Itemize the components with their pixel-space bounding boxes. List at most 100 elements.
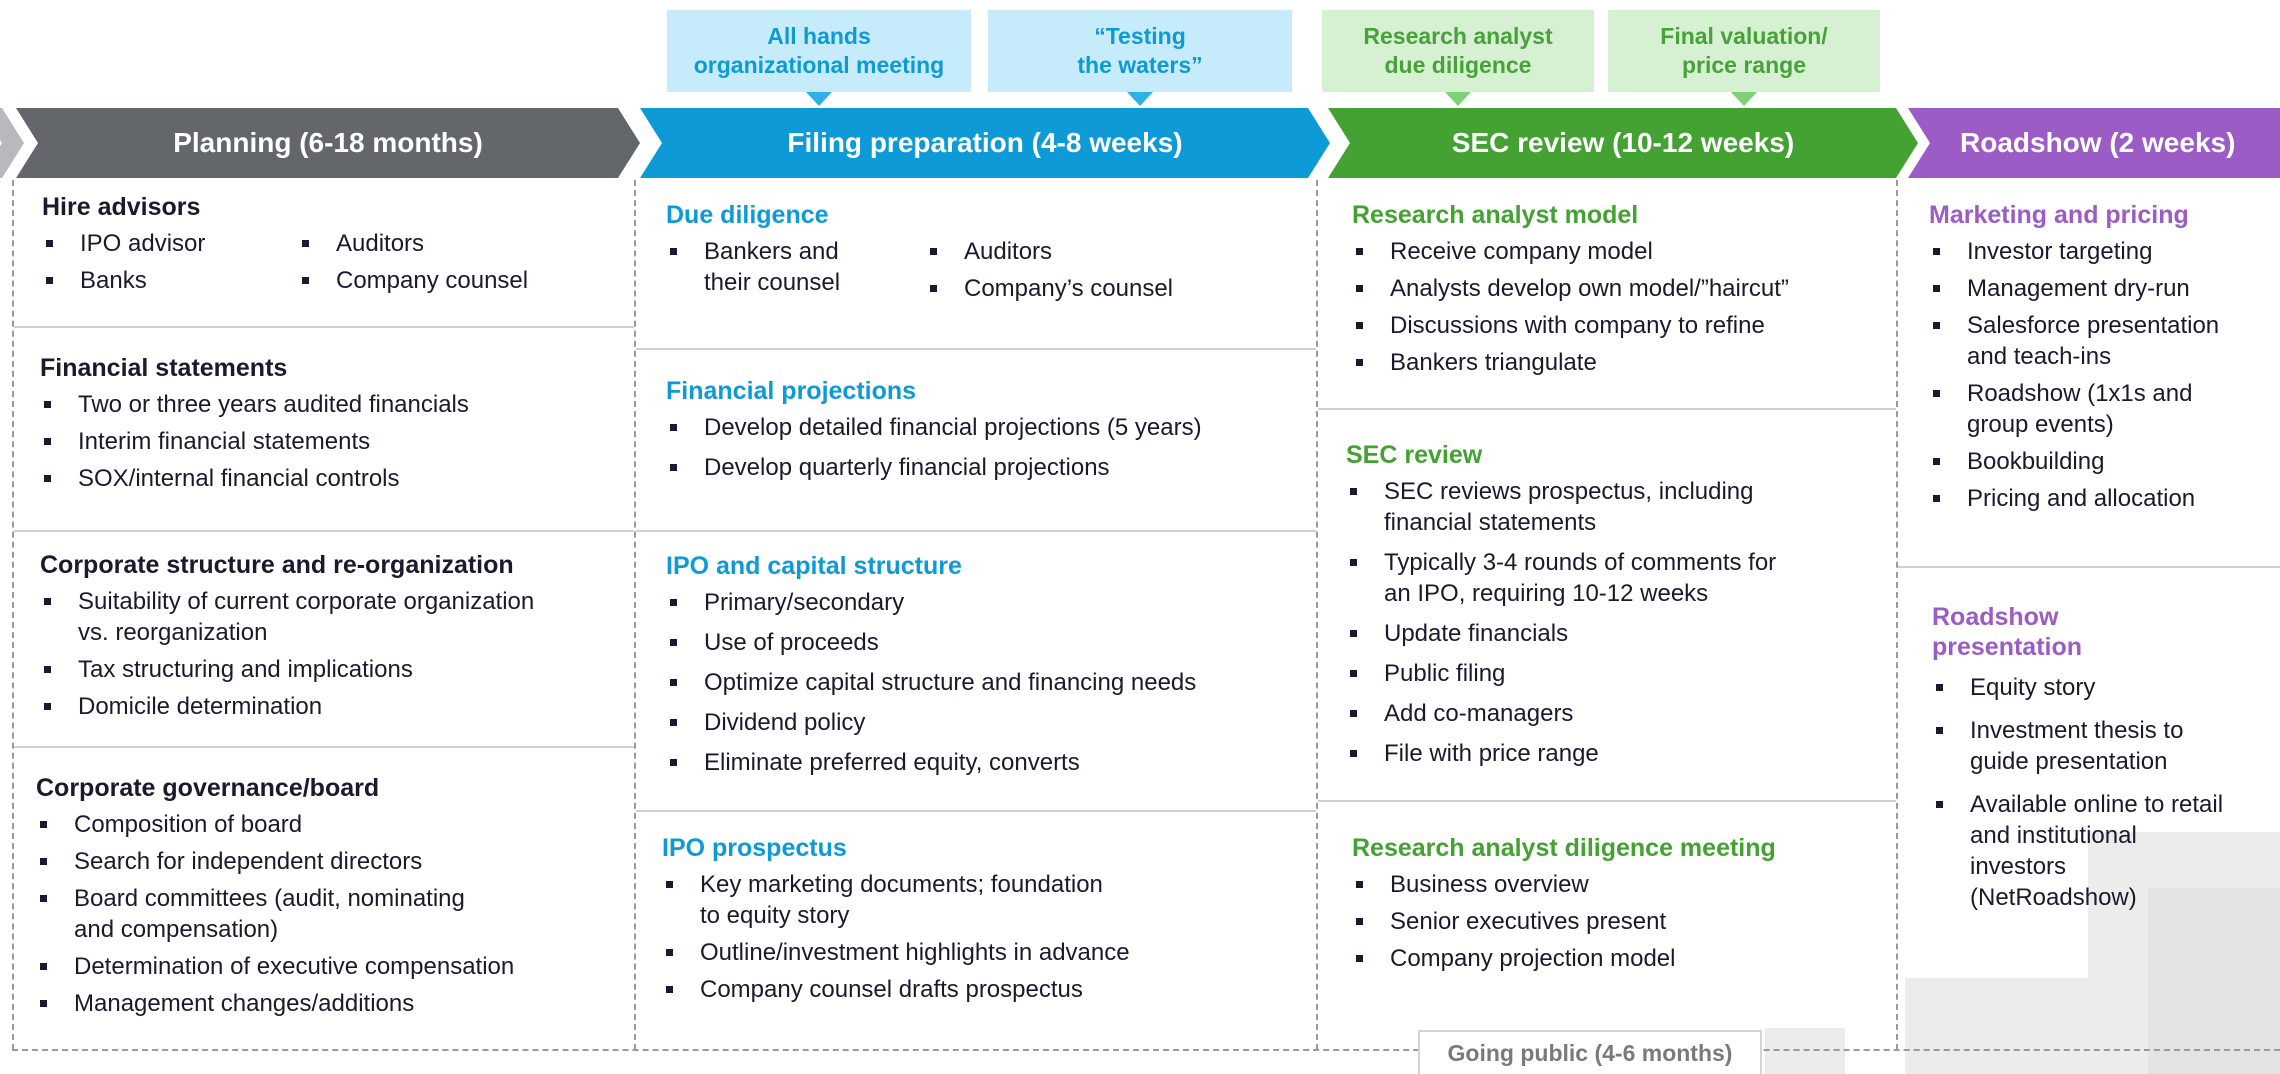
callout-text: All hands organizational meeting bbox=[693, 23, 945, 78]
list-item: Roadshow (1x1s and group events) bbox=[1929, 378, 2275, 440]
list-item: Public filing bbox=[1346, 658, 1891, 689]
section-title: IPO and capital structure bbox=[666, 552, 962, 580]
phase-label: Planning (6-18 months) bbox=[173, 127, 483, 158]
list-item: Banks bbox=[42, 265, 298, 296]
list-item: Investment thesis to guide presentation bbox=[1932, 715, 2278, 777]
section-separator bbox=[14, 326, 634, 328]
section-separator bbox=[636, 810, 1316, 812]
list-item: Suitability of current corporate organiz… bbox=[40, 586, 630, 648]
list-item: Bankers and their counsel bbox=[666, 236, 926, 298]
list-item: Equity story bbox=[1932, 672, 2278, 703]
section-ipo-prospectus: IPO prospectus Key marketing documents; … bbox=[662, 833, 1302, 1011]
callout-text: “Testing the waters” bbox=[1077, 23, 1203, 78]
phase-label: SEC review (10-12 weeks) bbox=[1451, 127, 1795, 158]
section-title: SEC review bbox=[1346, 441, 1483, 469]
list-item: Composition of board bbox=[36, 809, 626, 840]
list-item: Auditors bbox=[298, 228, 528, 259]
list-item: Pricing and allocation bbox=[1929, 483, 2275, 514]
section-marketing-pricing: Marketing and pricing Investor targeting… bbox=[1929, 200, 2275, 520]
list-item: Develop detailed financial projections (… bbox=[666, 412, 1306, 443]
list-item: Management dry-run bbox=[1929, 273, 2275, 304]
section-title: Corporate structure and re-organization bbox=[40, 551, 514, 579]
section-title: Marketing and pricing bbox=[1929, 201, 2189, 229]
callout-pointer bbox=[1445, 92, 1471, 106]
callout-org-meeting: All hands organizational meeting bbox=[667, 10, 971, 106]
section-research-analyst-meeting: Research analyst diligence meeting Busin… bbox=[1352, 833, 1892, 980]
phase-sec-chevron: SEC review (10-12 weeks) bbox=[1328, 108, 1918, 178]
list-item: Update financials bbox=[1346, 618, 1891, 649]
frame-line-left bbox=[12, 180, 14, 1050]
list-item: Board committees (audit, nominating and … bbox=[36, 883, 626, 945]
section-hire-advisors: Hire advisors IPO advisor Banks Auditors… bbox=[42, 192, 622, 302]
phase-label: Filing preparation (4-8 weeks) bbox=[787, 127, 1183, 158]
phase-planning-chevron: Planning (6-18 months) bbox=[16, 108, 640, 178]
callout-text: Final valuation/ price range bbox=[1660, 23, 1828, 78]
list-item: Tax structuring and implications bbox=[40, 654, 630, 685]
section-separator bbox=[636, 530, 1316, 532]
section-ipo-capital-structure: IPO and capital structure Primary/second… bbox=[666, 551, 1306, 784]
phase-roadshow-chevron: Roadshow (2 weeks) bbox=[1908, 108, 2280, 178]
list-item: Bookbuilding bbox=[1929, 446, 2275, 477]
phase-filing-chevron: Filing preparation (4-8 weeks) bbox=[640, 108, 1330, 178]
list-item: Dividend policy bbox=[666, 707, 1306, 738]
column-divider bbox=[1316, 180, 1318, 1050]
section-financial-projections: Financial projections Develop detailed f… bbox=[666, 376, 1306, 489]
list-item: Key marketing documents; foundation to e… bbox=[662, 869, 1302, 931]
decorative-block bbox=[2148, 888, 2280, 1074]
list-item: Optimize capital structure and financing… bbox=[666, 667, 1306, 698]
list-item: IPO advisor bbox=[42, 228, 298, 259]
section-title: Financial projections bbox=[666, 377, 917, 405]
list-item: Company counsel bbox=[298, 265, 528, 296]
section-due-diligence: Due diligence Bankers and their counsel … bbox=[666, 200, 1306, 310]
section-title: Financial statements bbox=[40, 354, 288, 382]
section-separator bbox=[1318, 800, 1896, 802]
list-item: Management changes/additions bbox=[36, 988, 626, 1019]
list-item: Interim financial statements bbox=[40, 426, 630, 457]
section-roadshow-presentation: Roadshow presentation Equity story Inves… bbox=[1932, 602, 2278, 919]
section-title: Research analyst diligence meeting bbox=[1352, 834, 1776, 862]
list-item: SOX/internal financial controls bbox=[40, 463, 630, 494]
list-item: Company projection model bbox=[1352, 943, 1892, 974]
callout-research-dd: Research analyst due diligence bbox=[1322, 10, 1594, 106]
going-public-label: Going public (4-6 months) bbox=[1418, 1030, 1762, 1074]
phase-label: Roadshow (2 weeks) bbox=[1960, 127, 2236, 158]
list-item: Senior executives present bbox=[1352, 906, 1892, 937]
list-item: SEC reviews prospectus, including financ… bbox=[1346, 476, 1891, 538]
list-item: Two or three years audited financials bbox=[40, 389, 630, 420]
list-item: Eliminate preferred equity, converts bbox=[666, 747, 1306, 778]
callout-pointer bbox=[806, 92, 832, 106]
list-item: Domicile determination bbox=[40, 691, 630, 722]
callout-text: Research analyst due diligence bbox=[1363, 23, 1553, 78]
section-financial-statements: Financial statements Two or three years … bbox=[40, 353, 630, 500]
callout-final-valuation: Final valuation/ price range bbox=[1608, 10, 1880, 106]
list-item: Business overview bbox=[1352, 869, 1892, 900]
section-research-analyst-model: Research analyst model Receive company m… bbox=[1352, 200, 1892, 384]
frame-line-bottom bbox=[12, 1049, 2280, 1051]
section-title: Corporate governance/board bbox=[36, 774, 380, 802]
callout-pointer bbox=[1731, 92, 1757, 106]
section-sec-review: SEC review SEC reviews prospectus, inclu… bbox=[1346, 440, 1891, 775]
callout-testing-waters: “Testing the waters” bbox=[988, 10, 1292, 106]
section-title: Hire advisors bbox=[42, 193, 201, 221]
list-item: Analysts develop own model/”haircut” bbox=[1352, 273, 1892, 304]
list-item: Outline/investment highlights in advance bbox=[662, 937, 1302, 968]
list-item: Salesforce presentation and teach-ins bbox=[1929, 310, 2275, 372]
list-item: Use of proceeds bbox=[666, 627, 1306, 658]
list-item: Typically 3-4 rounds of comments for an … bbox=[1346, 547, 1891, 609]
section-separator bbox=[1318, 408, 1896, 410]
list-item: File with price range bbox=[1346, 738, 1891, 769]
going-public-text: Going public (4-6 months) bbox=[1447, 1039, 1733, 1066]
section-separator bbox=[636, 348, 1316, 350]
section-title: Due diligence bbox=[666, 201, 829, 229]
list-item: Add co-managers bbox=[1346, 698, 1891, 729]
section-separator bbox=[1898, 566, 2280, 568]
list-item: Company’s counsel bbox=[926, 273, 1173, 304]
lead-chevron bbox=[0, 108, 24, 178]
list-item: Company counsel drafts prospectus bbox=[662, 974, 1302, 1005]
decorative-block bbox=[1905, 978, 2091, 1074]
section-separator bbox=[14, 530, 634, 532]
section-title: Roadshow presentation bbox=[1932, 603, 2083, 661]
decorative-block bbox=[1765, 1028, 1845, 1074]
section-title: Research analyst model bbox=[1352, 201, 1639, 229]
section-corporate-governance: Corporate governance/board Composition o… bbox=[36, 773, 626, 1025]
